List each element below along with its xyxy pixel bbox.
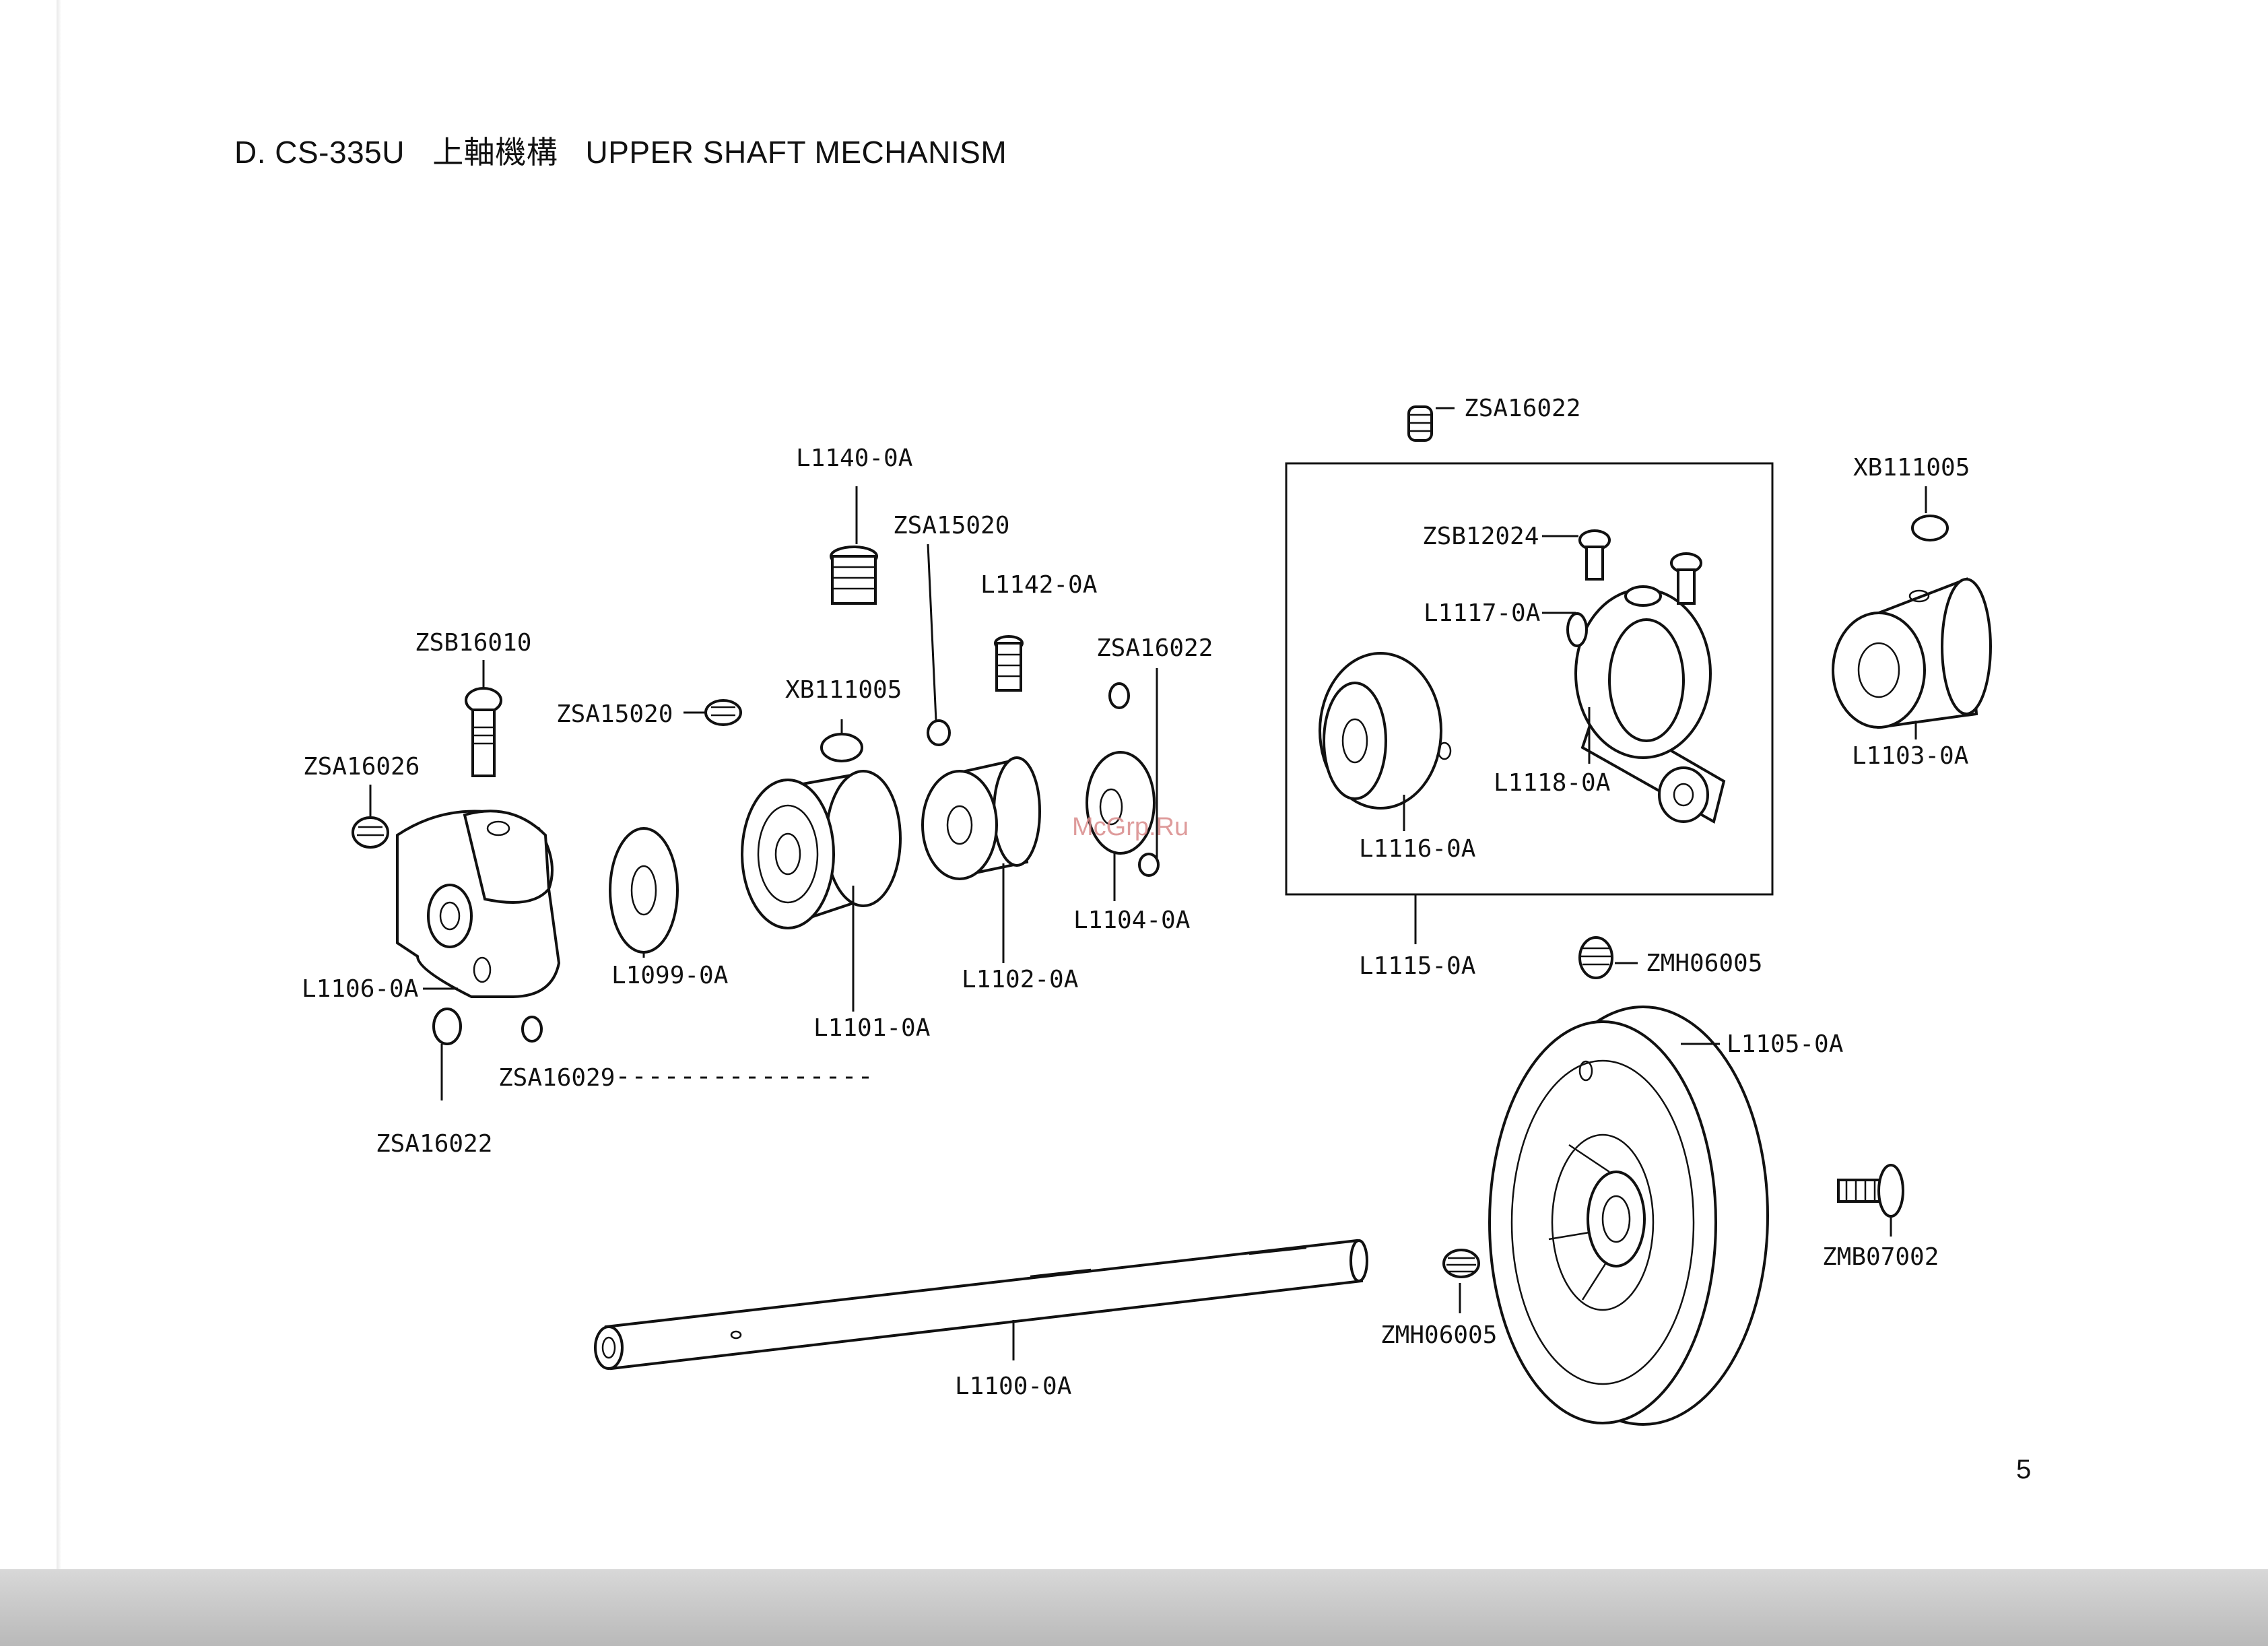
label-zmb07002: ZMB07002	[1822, 1243, 1939, 1271]
label-l1100: L1100-0A	[955, 1373, 1072, 1400]
part-xb111005-nut-left	[820, 733, 863, 762]
scan-bottom-edge	[0, 1569, 2268, 1646]
part-l1103-bushing	[1832, 577, 1992, 729]
label-l1106: L1106-0A	[302, 975, 419, 1003]
label-l1117: L1117-0A	[1424, 599, 1541, 627]
part-l1116-collar	[1319, 652, 1452, 810]
part-zsa16029-setscrew	[521, 1016, 543, 1043]
part-l1100-shaft	[594, 1239, 1368, 1371]
label-l1140: L1140-0A	[796, 445, 913, 472]
label-zmh06005-a: ZMH06005	[1646, 950, 1762, 977]
part-zsa16022-setscrew-small	[1138, 853, 1160, 877]
title-chinese: 上軸機構	[432, 135, 558, 170]
label-zsb12024: ZSB12024	[1422, 523, 1539, 550]
part-l1105-handwheel	[1488, 1006, 1769, 1426]
title-model: D. CS-335U	[234, 135, 405, 170]
part-xb111005-nut-right	[1911, 515, 1949, 541]
label-zsa16022-top: ZSA16022	[1464, 395, 1580, 422]
part-zsa16026-setscrew	[352, 816, 389, 849]
part-l1101-pulley	[741, 770, 902, 929]
part-l1140-bushing	[830, 546, 878, 605]
part-zsa15020-setscrew-right	[927, 719, 951, 746]
label-zmh06005-b: ZMH06005	[1380, 1321, 1497, 1349]
part-zsa16022-setscrew-collar	[1108, 682, 1130, 709]
label-xb111005-b: XB111005	[1853, 454, 1970, 482]
label-l1115: L1115-0A	[1359, 952, 1476, 980]
label-l1103: L1103-0A	[1852, 742, 1969, 770]
label-l1102: L1102-0A	[962, 966, 1079, 993]
watermark: McGrp.Ru	[1072, 813, 1189, 841]
label-zsa16022-b: ZSA16022	[1096, 634, 1213, 662]
part-l1106-arm	[396, 810, 561, 998]
label-l1101: L1101-0A	[813, 1014, 931, 1042]
label-l1118: L1118-0A	[1494, 769, 1611, 797]
part-zsa16022-setscrew-left	[432, 1008, 462, 1045]
label-zsa15020-b: ZSA15020	[556, 700, 673, 728]
label-zsa16022-c: ZSA16022	[376, 1130, 492, 1158]
part-zsa16022-setscrew-top	[1407, 405, 1433, 442]
label-l1104: L1104-0A	[1073, 907, 1191, 934]
part-zmb07002-screw	[1837, 1164, 1904, 1218]
part-l1104-collar	[1086, 751, 1156, 855]
label-l1116: L1116-0A	[1359, 835, 1476, 863]
part-l1142-pin	[994, 635, 1024, 692]
label-l1099: L1099-0A	[611, 962, 729, 989]
part-zsa15020-setscrew-left	[704, 699, 742, 726]
part-l1102-cam	[921, 756, 1041, 880]
label-l1105: L1105-0A	[1727, 1030, 1844, 1058]
assembly-frame-l1115	[1285, 462, 1774, 896]
part-zsb12024-screw-right	[1670, 552, 1702, 605]
label-xb111005-a: XB111005	[785, 676, 902, 704]
part-zsb16010-screw	[465, 687, 502, 777]
label-zsa15020-a: ZSA15020	[893, 512, 1009, 539]
label-zsb16010: ZSB16010	[415, 629, 531, 657]
exploded-parts-diagram: ZSA16022 L1140-0A ZSA15020 L1142-0A ZSA1…	[302, 395, 1992, 1426]
label-zsa16026: ZSA16026	[303, 753, 420, 781]
label-l1142: L1142-0A	[980, 571, 1098, 599]
leader-lines	[369, 407, 1927, 1360]
page-binding-edge	[57, 0, 61, 1569]
part-zmh06005-setscrew-upper	[1578, 936, 1613, 979]
part-zsb12024-screw-left	[1578, 529, 1611, 581]
page-number: 5	[2016, 1455, 2032, 1484]
part-l1099-washer	[609, 827, 679, 954]
title-english: UPPER SHAFT MECHANISM	[585, 135, 1007, 170]
label-zsa16029: ZSA16029	[498, 1064, 615, 1092]
page-title: D. CS-335U 上軸機構 UPPER SHAFT MECHANISM	[234, 128, 1026, 172]
part-l1118-clamp-arm	[1566, 585, 1726, 824]
part-zmh06005-setscrew-lower	[1442, 1249, 1480, 1278]
